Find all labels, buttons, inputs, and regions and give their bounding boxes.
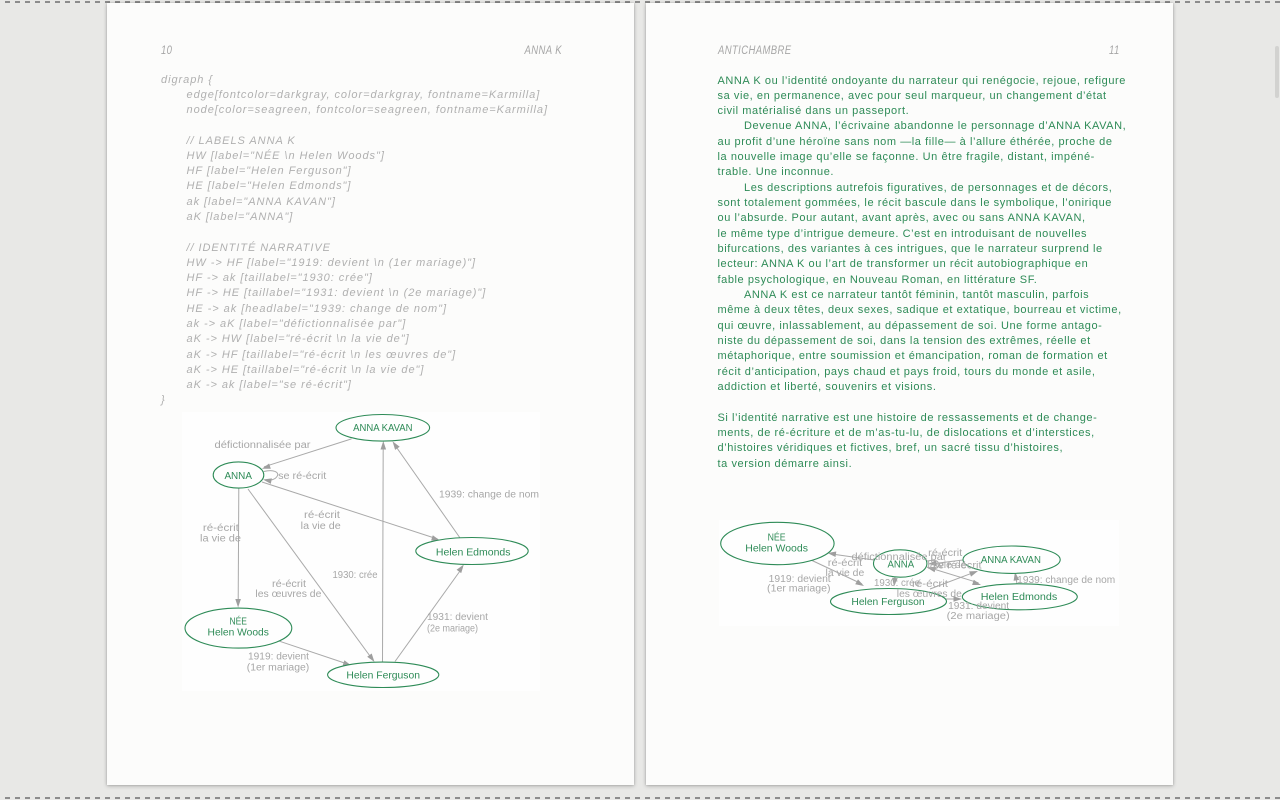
- svg-text:Helen Edmonds: Helen Edmonds: [981, 592, 1057, 603]
- svg-text:Helen Woods: Helen Woods: [208, 628, 269, 639]
- svg-text:1939: change de nom: 1939: change de nom: [1017, 575, 1115, 586]
- svg-text:la vie de: la vie de: [200, 534, 241, 545]
- svg-text:défictionnalisée par: défictionnalisée par: [852, 552, 948, 563]
- svg-text:Helen Woods: Helen Woods: [745, 544, 808, 555]
- svg-text:(1er mariage): (1er mariage): [767, 584, 831, 595]
- svg-text:(2e mariage): (2e mariage): [427, 624, 478, 635]
- svg-text:ré-écrit: ré-écrit: [272, 579, 306, 590]
- svg-text:(2e mariage): (2e mariage): [947, 611, 1010, 622]
- svg-text:ANNA: ANNA: [224, 471, 252, 482]
- svg-text:1931: devient: 1931: devient: [427, 612, 488, 623]
- svg-text:les œuvres de: les œuvres de: [255, 589, 321, 600]
- svg-text:se ré-écrit: se ré-écrit: [278, 471, 326, 482]
- svg-text:Helen Ferguson: Helen Ferguson: [346, 671, 420, 682]
- svg-text:défictionnalisée par: défictionnalisée par: [215, 440, 312, 451]
- svg-text:ré-écrit: ré-écrit: [928, 548, 962, 559]
- svg-text:ANNA KAVAN: ANNA KAVAN: [981, 555, 1041, 566]
- svg-text:1931: devient: 1931: devient: [948, 601, 1009, 612]
- svg-text:les œuvres de: les œuvres de: [897, 589, 962, 600]
- svg-text:la vie de: la vie de: [826, 568, 865, 579]
- svg-text:Helen Edmonds: Helen Edmonds: [436, 547, 511, 558]
- svg-text:(1er mariage): (1er mariage): [247, 663, 310, 674]
- svg-text:1919: devient: 1919: devient: [248, 652, 309, 663]
- svg-text:1930: crée: 1930: crée: [874, 578, 920, 589]
- svg-text:1930: crée: 1930: crée: [333, 570, 378, 581]
- svg-text:ré-écrit: ré-écrit: [912, 579, 948, 590]
- svg-text:NÉE: NÉE: [229, 614, 247, 627]
- svg-text:1919: devient: 1919: devient: [769, 574, 831, 585]
- svg-text:la vie de: la vie de: [301, 521, 341, 532]
- svg-text:ANNA KAVAN: ANNA KAVAN: [353, 423, 412, 434]
- svg-text:se ré-écrit: se ré-écrit: [933, 561, 982, 572]
- svg-text:ré-écrit: ré-écrit: [203, 523, 239, 534]
- svg-text:ré-écrit: ré-écrit: [828, 558, 863, 569]
- svg-text:1939: change de nom: 1939: change de nom: [439, 490, 539, 501]
- svg-text:ré-écrit: ré-écrit: [304, 510, 340, 521]
- svg-text:NÉE: NÉE: [768, 531, 786, 544]
- svg-text:la vie de: la vie de: [928, 560, 967, 571]
- svg-text:Helen Ferguson: Helen Ferguson: [851, 597, 924, 608]
- svg-text:ANNA: ANNA: [887, 559, 914, 570]
